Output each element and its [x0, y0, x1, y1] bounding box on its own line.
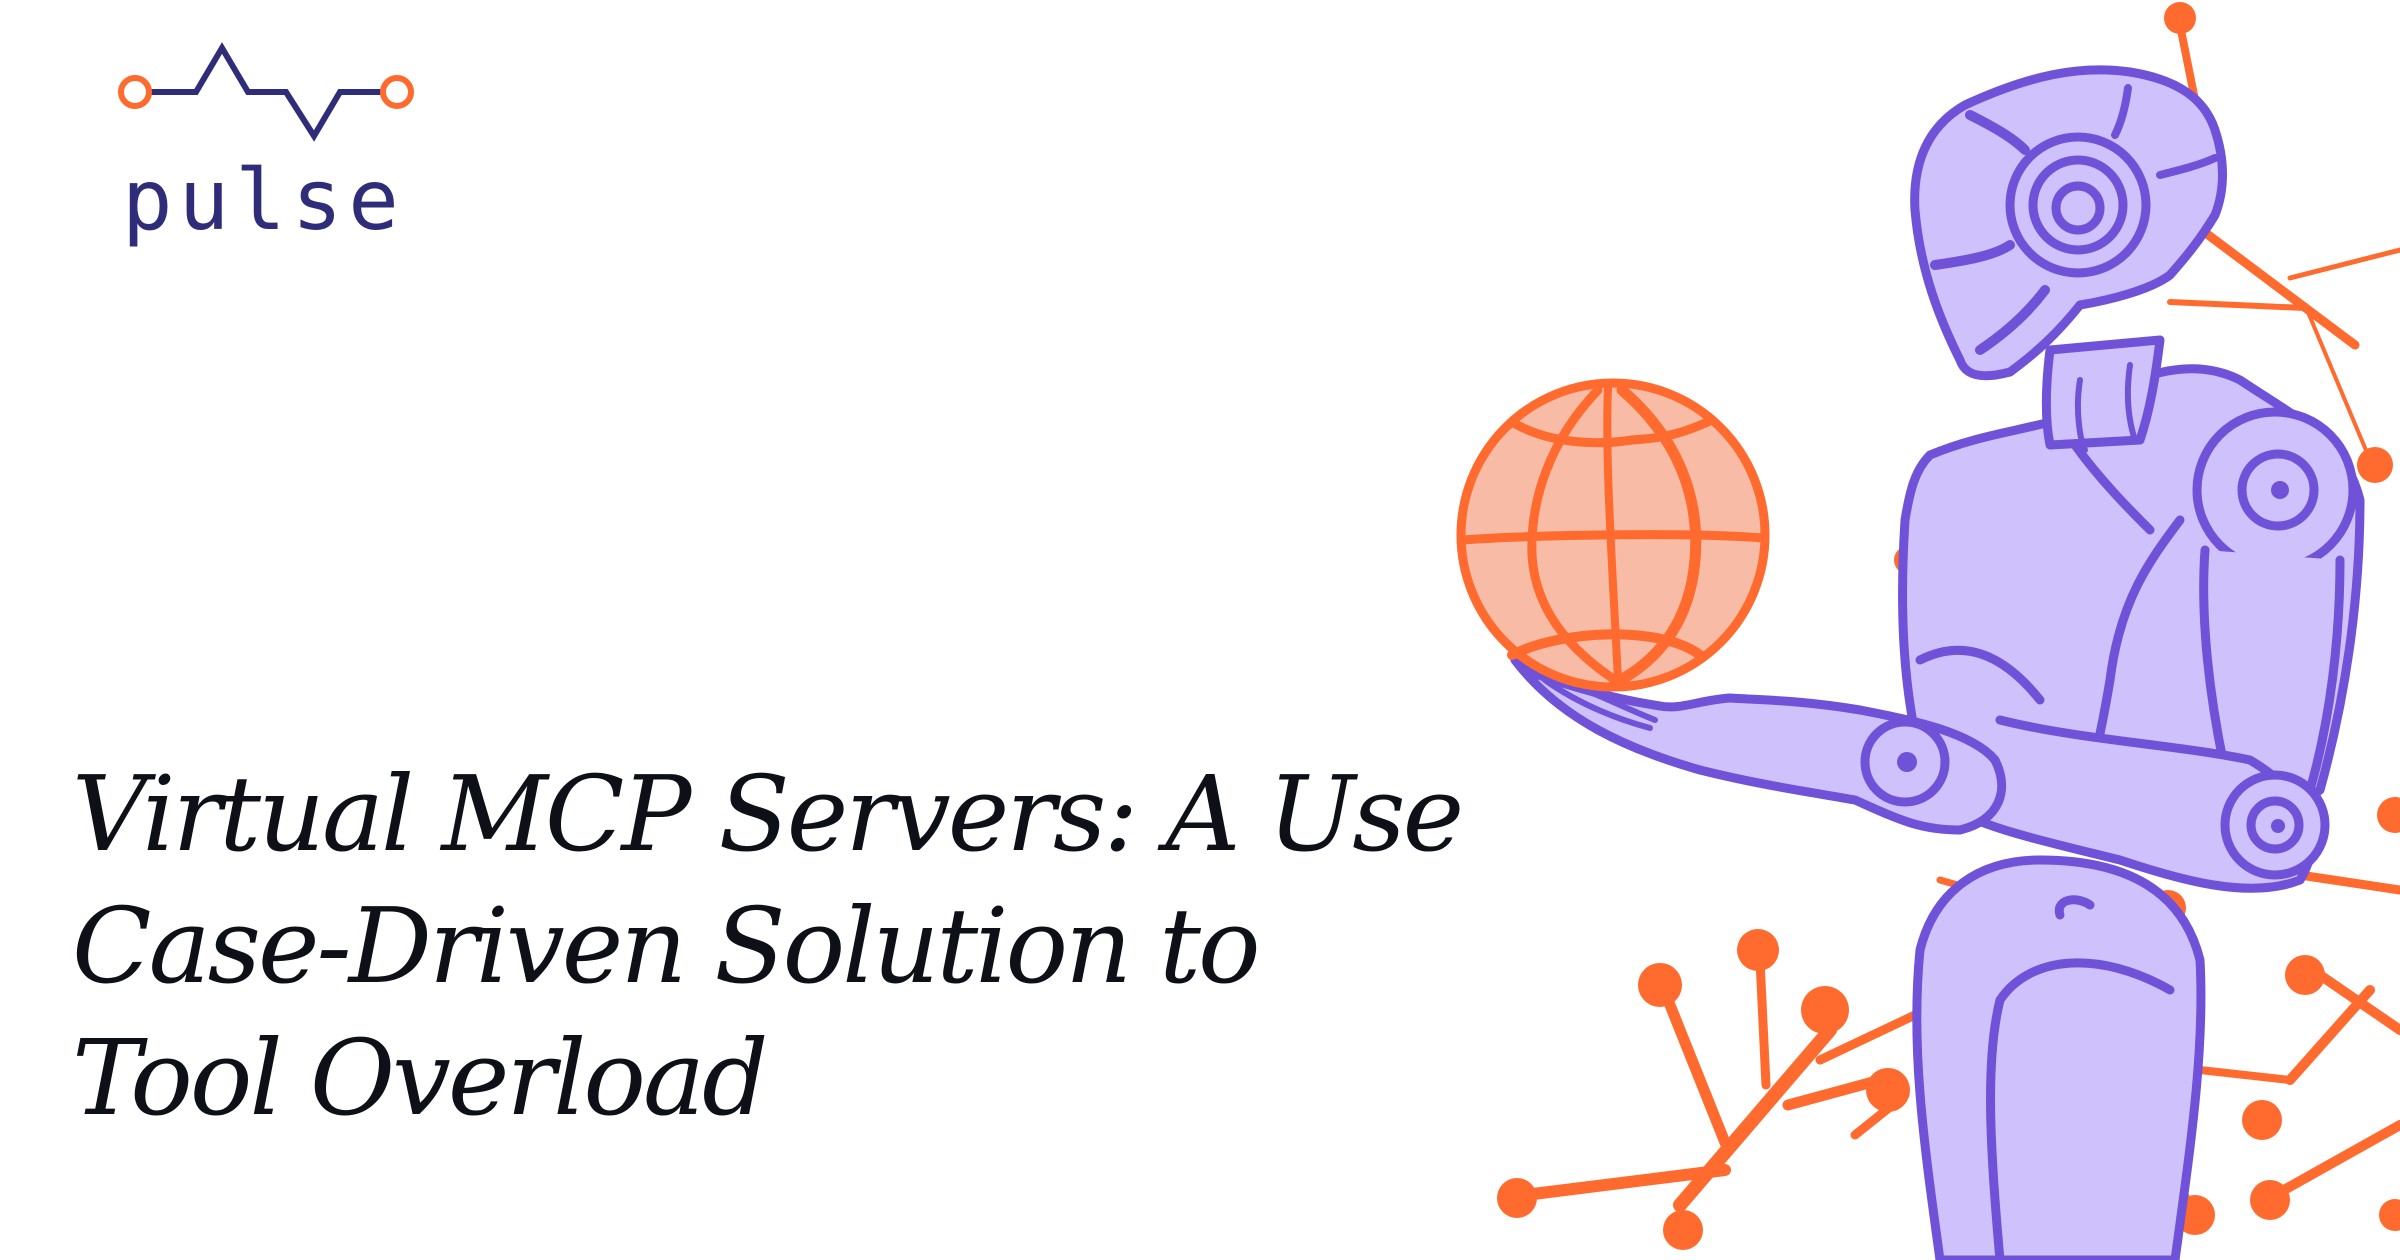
- title-line-3: Tool Overload: [72, 1017, 769, 1139]
- title-line-2: Case-Driven Solution to: [72, 885, 1261, 1007]
- robot-icon: [1510, 65, 2365, 1260]
- pulse-logo: pulse: [118, 40, 418, 249]
- globe-icon: [1456, 378, 1770, 692]
- brand-wordmark: pulse: [122, 151, 405, 249]
- pulse-wave-icon: [118, 42, 414, 142]
- title-line-1: Virtual MCP Servers: A Use: [72, 753, 1464, 875]
- article-title: Virtual MCP Servers: A Use Case-Driven S…: [72, 748, 1464, 1144]
- robot-globe-illustration: [1456, 2, 2400, 1260]
